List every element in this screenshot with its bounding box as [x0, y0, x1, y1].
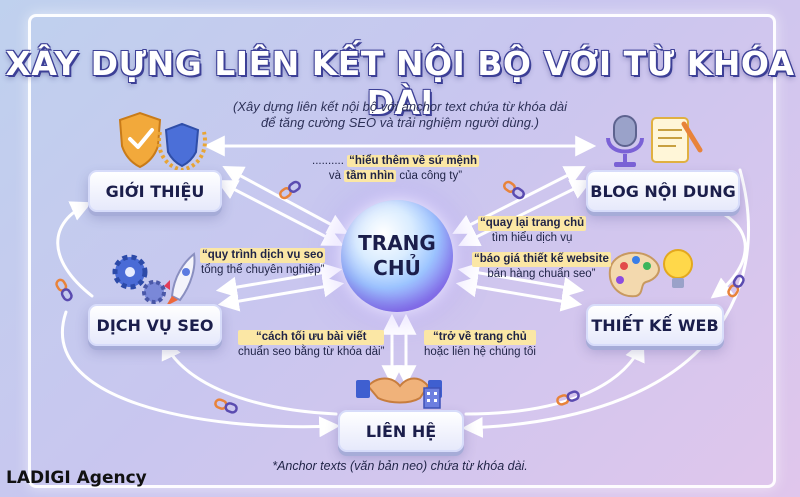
subtitle-line-1: (Xây dựng liên kết nội bộ với anchor tex…	[233, 99, 567, 114]
node-gioi-thieu-label: GIỚI THIỆU	[105, 181, 205, 201]
note-top: .......... “hiểu thêm về sứ mệnh và tầm …	[312, 154, 479, 184]
note-web: “báo giá thiết kế website bán hàng chuẩn…	[472, 252, 611, 282]
frame-border	[28, 14, 776, 488]
note-top-quote: “hiểu thêm về sứ mệnh	[347, 155, 479, 167]
palette-bulb-icon	[608, 249, 693, 298]
note-seo-quote: “quy trình dịch vụ seo	[200, 248, 326, 263]
note-cach: “cách tối ưu bài viết chuẩn seo bằng từ …	[238, 330, 385, 360]
node-dich-vu-label: DỊCH VỤ SEO	[96, 315, 214, 335]
node-gioi-thieu: GIỚI THIỆU	[88, 170, 222, 212]
gears-rocket-icon	[112, 252, 196, 306]
brand-logo-text: LADIGI Agency	[6, 468, 147, 488]
chain-link-icon	[55, 180, 745, 414]
arrow-blog-hub-2	[458, 179, 592, 247]
note-seo-text: tổng thể chuyên nghiệp”	[201, 264, 325, 276]
microphone-notepad-icon	[606, 115, 703, 167]
note-top-rest: của công ty”	[399, 170, 463, 182]
hub-label-line-1: TRANG	[358, 231, 436, 255]
note-blog-text: tìm hiểu dịch vụ	[491, 232, 573, 244]
hub-trang-chu: TRANG CHỦ	[341, 200, 453, 312]
node-thiet-ke-label: THIẾT KẾ WEB	[591, 315, 719, 335]
subtitle-line-2: để tăng cường SEO và trải nghiệm người d…	[261, 115, 539, 130]
note-top-dots: ..........	[312, 155, 344, 167]
note-seo: “quy trình dịch vụ seo tổng thể chuyên n…	[200, 248, 326, 278]
note-blog: “quay lại trang chủ tìm hiểu dịch vụ	[478, 216, 587, 246]
note-cach-text: chuẩn seo bằng từ khóa dài”	[238, 346, 385, 358]
handshake-building-icon	[356, 377, 442, 409]
note-tro-quote: “trở về trang chủ	[424, 330, 536, 345]
note-top-highlight: tầm nhìn	[344, 170, 397, 182]
node-blog-label: BLOG NỘI DUNG	[590, 181, 736, 201]
curve-lienhe-seo	[161, 338, 338, 416]
arrow-web-hub-2	[455, 276, 583, 312]
arrow-seo-hub-2	[217, 276, 345, 312]
node-blog-noi-dung: BLOG NỘI DUNG	[586, 170, 740, 212]
note-web-text: bán hàng chuẩn seo”	[487, 268, 596, 280]
subtitle: (Xây dựng liên kết nội bộ với anchor tex…	[180, 99, 620, 131]
node-lien-he-label: LIÊN HỆ	[365, 421, 437, 441]
curve-seo-gioithieu	[56, 201, 94, 298]
note-tro: “trở về trang chủ hoặc liên hệ chúng tôi	[424, 330, 536, 360]
curve-seo-lienhe-outer	[61, 310, 341, 438]
note-blog-quote: “quay lại trang chủ	[478, 216, 587, 231]
note-web-quote: “báo giá thiết kế website	[472, 252, 611, 267]
node-lien-he: LIÊN HỆ	[338, 410, 464, 452]
node-dich-vu-seo: DỊCH VỤ SEO	[88, 304, 222, 346]
note-top-and: và	[328, 170, 342, 182]
note-tro-text: hoặc liên hệ chúng tôi	[424, 346, 536, 358]
page-title: XÂY DỰNG LIÊN KẾT NỘI BỘ VỚI TỪ KHÓA DÀI	[5, 44, 795, 122]
curve-blog-web	[704, 204, 747, 299]
arrow-gioithieu-hub-2	[216, 180, 344, 246]
note-cach-quote: “cách tối ưu bài viết	[238, 330, 385, 345]
hub-label-line-2: CHỦ	[373, 256, 421, 280]
node-thiet-ke-web: THIẾT KẾ WEB	[586, 304, 724, 346]
footnote: *Anchor texts (văn bản neo) chứa từ khóa…	[272, 459, 528, 473]
curve-lienhe-web	[464, 340, 645, 416]
